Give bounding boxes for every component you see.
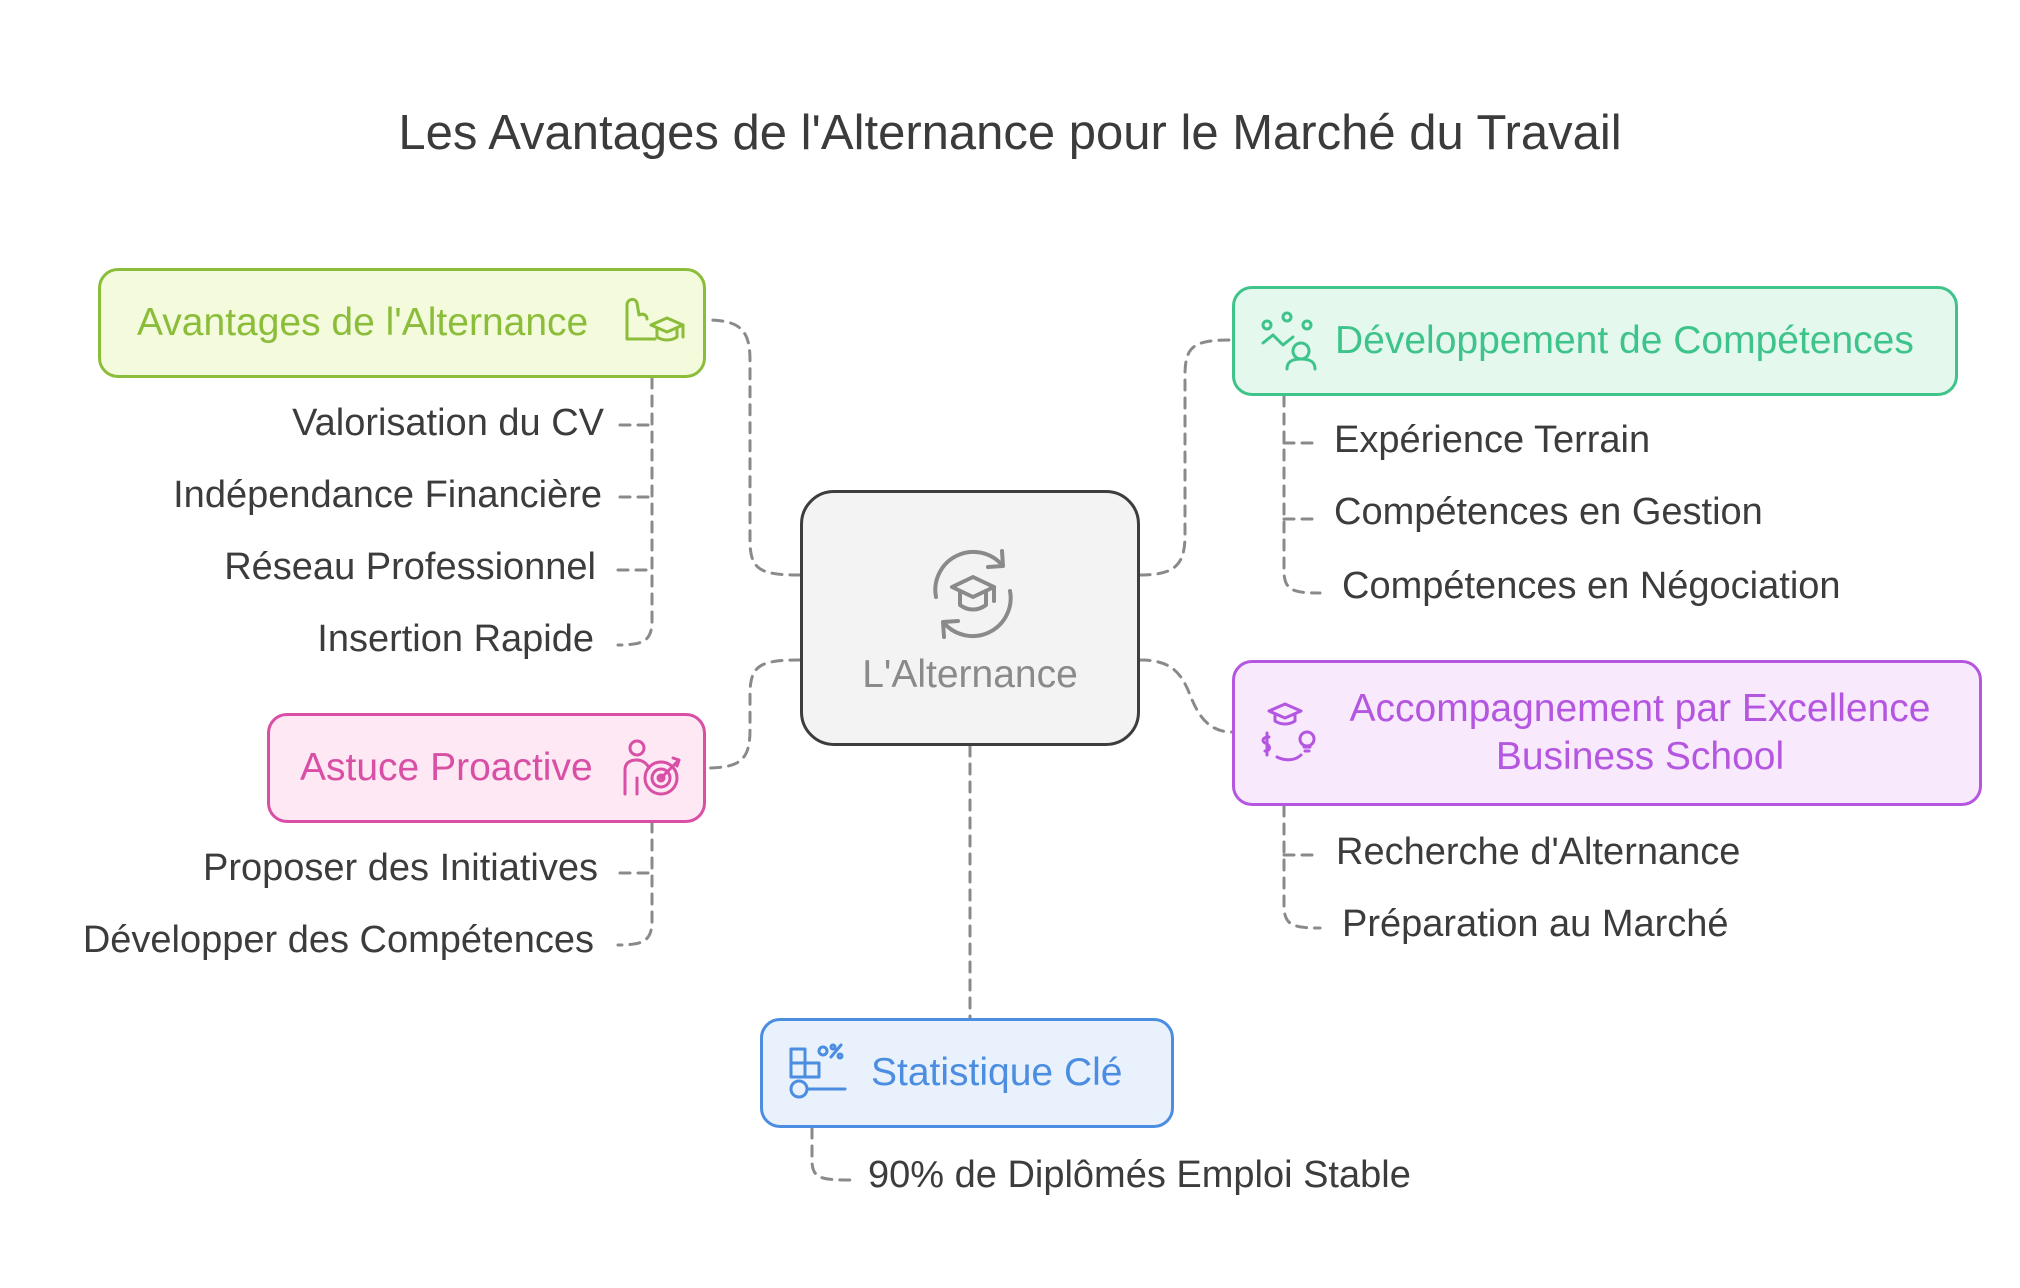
branch-astuce-label: Astuce Proactive xyxy=(300,746,593,789)
diagram-title: Les Avantages de l'Alternance pour le Ma… xyxy=(398,106,1622,160)
list-item: Développer des Compétences xyxy=(82,919,594,961)
branch-astuce[interactable]: Astuce Proactive xyxy=(267,713,706,823)
person-target-icon xyxy=(623,739,681,796)
chart-percentage-icon xyxy=(789,1043,847,1099)
list-item: Recherche d'Alternance xyxy=(1336,831,1741,873)
list-item: Indépendance Financière xyxy=(173,474,602,516)
branch-avantages-label: Avantages de l'Alternance xyxy=(137,301,589,344)
list-item: Préparation au Marché xyxy=(1342,903,1729,945)
branch-accompagnement-label: Accompagnement par Excellence Business S… xyxy=(1349,687,1931,778)
branch-avantages[interactable]: Avantages de l'Alternance xyxy=(98,268,706,378)
link-center-avantages xyxy=(704,318,802,577)
list-item: Réseau Professionnel xyxy=(224,546,596,588)
link-center-astuce xyxy=(704,658,802,770)
branch-statistique[interactable]: Statistique Clé xyxy=(760,1018,1174,1128)
link-center-accompagnement xyxy=(1138,658,1234,734)
flexed-arm-graduation-icon xyxy=(625,297,685,342)
list-item: Insertion Rapide xyxy=(317,618,594,660)
branch-accompagnement[interactable]: Accompagnement par Excellence Business S… xyxy=(1232,660,1982,806)
link-center-developpement xyxy=(1138,338,1234,577)
central-node[interactable]: L'Alternance xyxy=(800,490,1140,746)
list-item: Compétences en Gestion xyxy=(1334,491,1763,533)
central-node-label: L'Alternance xyxy=(862,653,1078,696)
branch-statistique-label: Statistique Clé xyxy=(871,1051,1123,1094)
list-item: Proposer des Initiatives xyxy=(203,847,598,889)
branch-developpement-label: Développement de Compétences xyxy=(1335,319,1914,362)
growth-skills-icon xyxy=(1261,311,1317,371)
list-item: Compétences en Négociation xyxy=(1342,565,1841,607)
branch-developpement[interactable]: Développement de Compétences xyxy=(1232,286,1958,396)
list-item: Valorisation du CV xyxy=(292,402,604,444)
graduation-money-idea-icon xyxy=(1261,702,1316,762)
list-item: Expérience Terrain xyxy=(1334,419,1651,461)
graduation-cycle-icon xyxy=(933,549,1013,639)
list-item: 90% de Diplômés Emploi Stable xyxy=(868,1154,1411,1196)
